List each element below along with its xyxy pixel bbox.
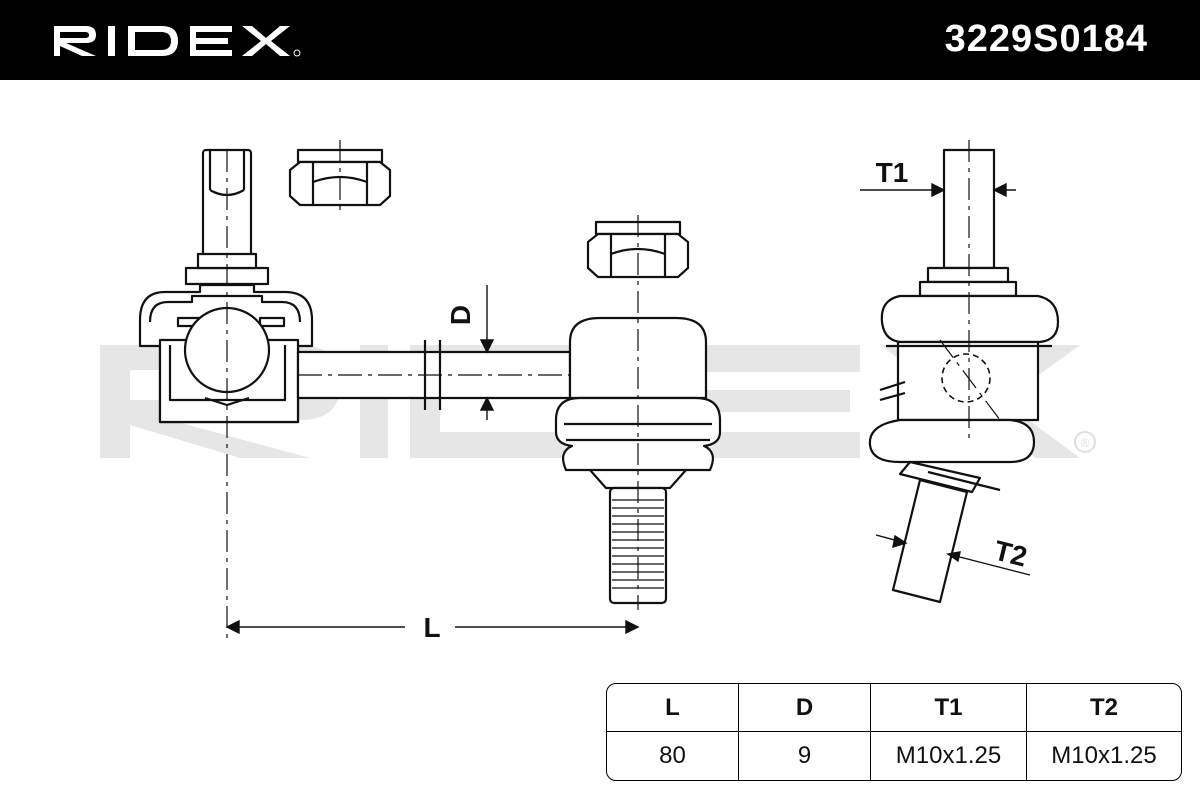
side-view-joint	[868, 148, 1060, 604]
label-l: L	[423, 612, 440, 643]
header-bar: 3229S0184	[0, 0, 1200, 80]
registered-mark: ®	[1081, 436, 1090, 450]
spec-header-t2: T2	[1027, 684, 1181, 732]
part-number: 3229S0184	[944, 18, 1148, 60]
spec-header-d: D	[739, 684, 871, 732]
spec-value-l: 80	[607, 732, 739, 780]
spec-header-l: L	[607, 684, 739, 732]
spec-value-t1: M10x1.25	[871, 732, 1027, 780]
label-d: D	[445, 305, 476, 325]
spec-table: L D T1 T2 80 9 M10x1.25 M10x1.25	[606, 683, 1182, 781]
spec-value-d: 9	[739, 732, 871, 780]
label-t1: T1	[876, 157, 909, 188]
dimension-lines	[225, 182, 1031, 635]
technical-drawing: ®	[100, 140, 1096, 643]
ridex-logo	[54, 26, 301, 57]
spec-header-t1: T1	[871, 684, 1027, 732]
spec-value-t2: M10x1.25	[1051, 742, 1157, 769]
center-lines	[226, 140, 1001, 640]
label-t2: T2	[991, 535, 1030, 573]
